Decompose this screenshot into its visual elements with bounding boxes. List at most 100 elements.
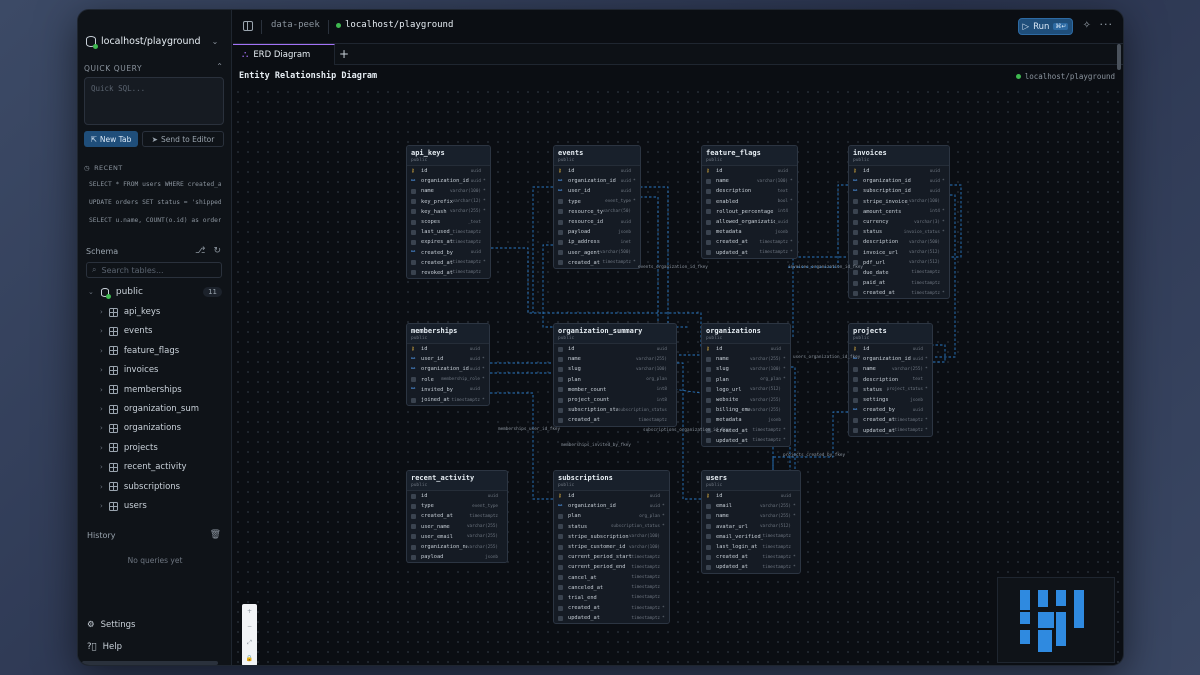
relationship-edge[interactable] bbox=[640, 196, 702, 394]
relationship-edge[interactable] bbox=[933, 194, 956, 358]
minimap-node bbox=[1056, 590, 1066, 606]
minimap[interactable] bbox=[997, 577, 1115, 663]
column-type: timestamptz bbox=[631, 585, 660, 591]
column-name: organization_id bbox=[568, 178, 616, 185]
connection-selector[interactable]: localhost/playground ⌄ bbox=[86, 36, 218, 49]
column-type: uuid bbox=[912, 407, 923, 413]
relationship-edge[interactable] bbox=[792, 184, 962, 337]
settings-link[interactable]: ⚙ Settings bbox=[87, 620, 136, 630]
column-type: timestamptz bbox=[762, 554, 791, 560]
sidebar-toggle-icon[interactable] bbox=[243, 21, 253, 31]
column-name: due_date bbox=[863, 269, 889, 276]
sidebar-table-feature_flags[interactable]: ›feature_flags bbox=[100, 345, 180, 356]
sidebar-table-organizations[interactable]: ›organizations bbox=[100, 423, 182, 434]
sidebar-table-subscriptions[interactable]: ›subscriptions bbox=[100, 481, 181, 492]
relationship-edge[interactable] bbox=[788, 184, 848, 268]
search-tables-input[interactable]: ⌕ Search tables... bbox=[86, 262, 222, 278]
column-type: uuid bbox=[929, 188, 940, 194]
collapse-icon[interactable]: ⌃ bbox=[216, 62, 223, 71]
sidebar-table-events[interactable]: ›events bbox=[100, 326, 153, 337]
canvas-scrollbar[interactable] bbox=[1117, 44, 1121, 70]
refresh-icon[interactable]: ↻ bbox=[213, 246, 221, 256]
relationship-edge[interactable] bbox=[640, 186, 701, 356]
lock-button[interactable]: 🔒 bbox=[245, 654, 254, 662]
sidebar-table-projects[interactable]: ›projects bbox=[100, 442, 158, 453]
sidebar-table-invoices[interactable]: ›invoices bbox=[100, 365, 159, 376]
new-tab-button[interactable]: ⇱ New Tab bbox=[84, 131, 138, 147]
add-tab-button[interactable]: + bbox=[339, 47, 350, 61]
column-name: created_at bbox=[568, 605, 600, 612]
column-name: name bbox=[716, 356, 729, 363]
relationship-edge[interactable] bbox=[490, 392, 553, 500]
recent-query-item[interactable]: UPDATE orders SET status = 'shipped... bbox=[89, 199, 221, 206]
column-name: id bbox=[863, 168, 870, 175]
column-name: plan bbox=[568, 513, 581, 520]
sidebar-table-organization_sum[interactable]: ›organization_sum bbox=[100, 404, 200, 414]
relationship-edge[interactable] bbox=[532, 186, 553, 313]
column-name: user_id bbox=[421, 356, 444, 363]
foreign-key-icon: ⚯ bbox=[853, 177, 858, 184]
sidebar-table-api_keys[interactable]: ›api_keys bbox=[100, 307, 161, 317]
recent-query-item[interactable]: SELECT * FROM users WHERE created_a... bbox=[89, 181, 221, 188]
quick-query-input[interactable]: Quick SQL... bbox=[84, 77, 224, 125]
run-button[interactable]: ▷ Run ⌘↵ bbox=[1018, 18, 1073, 35]
relationship-edge[interactable] bbox=[491, 247, 702, 347]
column-icon bbox=[853, 270, 858, 276]
table-icon bbox=[108, 423, 118, 433]
trash-icon[interactable]: 🗑 bbox=[209, 530, 221, 540]
erd-table-schema: public bbox=[411, 483, 428, 488]
sidebar-table-memberships[interactable]: ›memberships bbox=[100, 384, 182, 395]
relationship-edge[interactable] bbox=[933, 344, 946, 363]
column-type: inet bbox=[620, 239, 631, 245]
column-name: subscription_id bbox=[863, 188, 911, 195]
column-type: invoice_status bbox=[903, 229, 940, 235]
fit-view-button[interactable]: ⤢ bbox=[247, 638, 252, 646]
column-type: int8 bbox=[656, 387, 667, 393]
zoom-in-button[interactable]: + bbox=[246, 608, 253, 616]
recent-query-item[interactable]: SELECT u.name, COUNT(o.id) as order... bbox=[89, 217, 221, 224]
send-to-editor-button[interactable]: ➤ Send to Editor bbox=[142, 131, 224, 147]
foreign-key-icon: ⚯ bbox=[558, 502, 563, 509]
relationship-edge[interactable] bbox=[677, 362, 701, 500]
column-name: created_by bbox=[863, 407, 895, 414]
help-link[interactable]: ?⃝ Help bbox=[87, 642, 123, 652]
diagram-icon[interactable]: ⎇ bbox=[195, 246, 206, 256]
sidebar-table-users[interactable]: ›users bbox=[100, 501, 147, 511]
column-name: description bbox=[863, 376, 899, 383]
magic-wand-icon[interactable]: ✧ bbox=[1082, 20, 1091, 31]
sidebar-scrollbar[interactable] bbox=[82, 661, 218, 665]
column-type: varchar(512) bbox=[749, 387, 781, 393]
zoom-out-button[interactable]: − bbox=[246, 623, 253, 631]
tab-erd-diagram[interactable]: ⛬ ERD Diagram bbox=[233, 44, 335, 65]
more-icon[interactable]: ··· bbox=[1099, 18, 1113, 31]
column-icon bbox=[853, 366, 858, 372]
schema-node-public[interactable]: ⌄ public 11 bbox=[88, 287, 222, 299]
active-connection[interactable]: localhost/playground bbox=[336, 20, 453, 30]
column-type: timestamptz bbox=[631, 595, 660, 601]
column-type: timestamptz bbox=[894, 417, 923, 423]
gear-icon: ⚙ bbox=[87, 620, 95, 630]
search-icon: ⌕ bbox=[92, 265, 97, 274]
column-icon bbox=[558, 534, 563, 540]
column-name: stripe_subscription_id bbox=[568, 533, 629, 540]
sidebar-table-recent_activity[interactable]: ›recent_activity bbox=[100, 462, 187, 473]
column-name: organization_id bbox=[421, 366, 469, 373]
